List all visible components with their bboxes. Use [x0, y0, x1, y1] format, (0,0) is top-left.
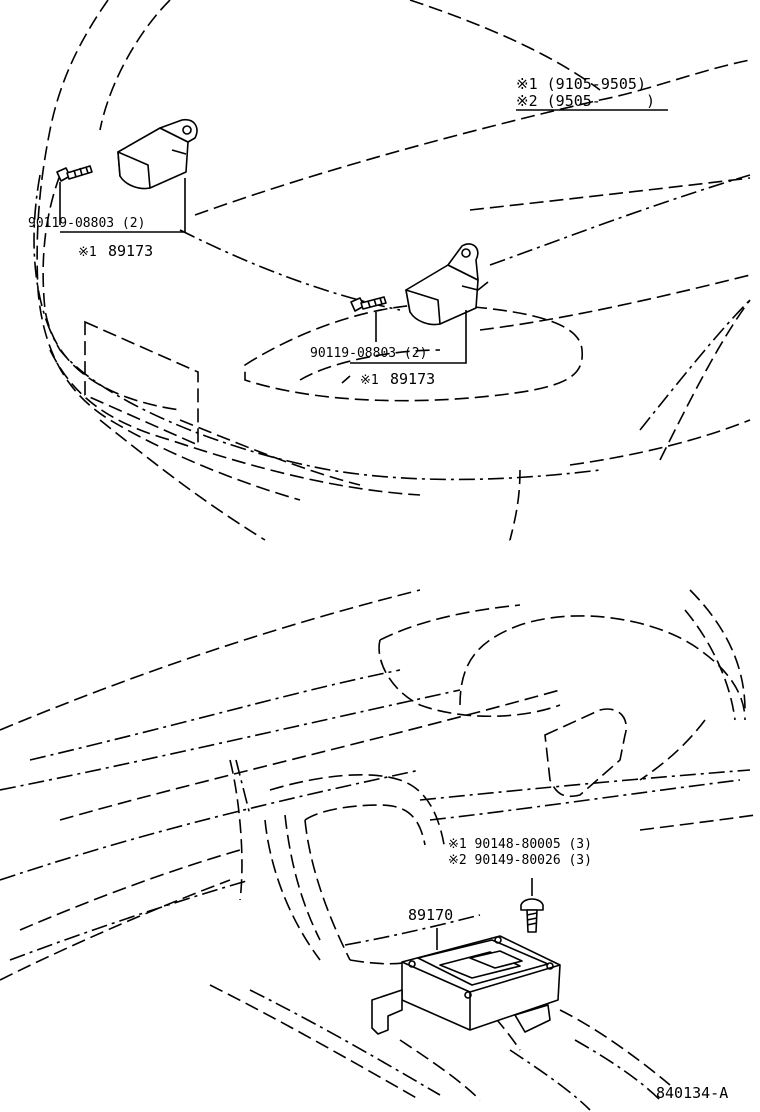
headlamp-outline — [244, 303, 583, 402]
right-sensor-part-number: 89173 — [390, 370, 435, 388]
screw-part-number-2: ※2 90149-80026 (3) — [448, 853, 592, 868]
left-bolt-part-number: 90119-08803 (2) — [28, 216, 145, 231]
control-unit-icon — [371, 935, 561, 1035]
screw-part-number-1: ※1 90148-80005 (3) — [448, 837, 592, 852]
car-front-body-outline — [33, 0, 751, 541]
right-leader-lines — [341, 310, 467, 384]
left-sensor-part-number: 89173 — [108, 242, 153, 260]
left-sensor-icon — [117, 118, 198, 190]
legend-line-2: ※2 (9505- ) — [516, 92, 655, 110]
right-sensor-icon — [405, 243, 489, 326]
diagram-code: 840134-A — [656, 1084, 728, 1102]
right-bolt-part-number: 90119-08803 (2) — [310, 346, 427, 361]
left-sensor-note: ※1 — [78, 245, 97, 260]
legend-line-1: ※1 (9105-9505) — [516, 75, 646, 93]
control-unit-leader-lines — [436, 878, 533, 950]
screw-icon — [520, 898, 544, 933]
license-plate-outline — [84, 320, 199, 447]
interior-body-outline — [0, 589, 756, 1111]
left-leader-lines — [59, 178, 186, 233]
control-unit-part-number: 89170 — [408, 906, 453, 924]
right-bolt-icon — [350, 296, 387, 312]
left-bolt-icon — [56, 165, 93, 182]
right-sensor-note: ※1 — [360, 373, 379, 388]
headlamp-inner-line — [299, 349, 441, 381]
